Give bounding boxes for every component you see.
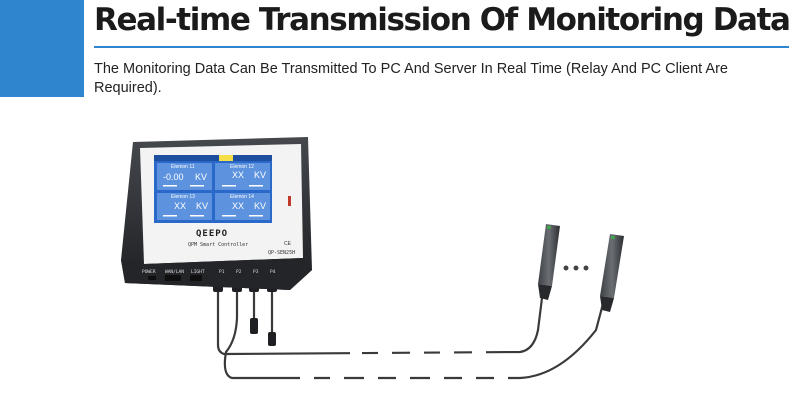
port-label-p1: P1 — [219, 269, 225, 275]
port-label-power: POWER — [142, 269, 156, 275]
controller-brand: QEEPO — [196, 229, 228, 239]
port-label-p4: P4 — [270, 269, 276, 275]
system-illustration: Elemon 11 -0.00 KV Elemon 12 XX KV Elemo… — [121, 137, 624, 381]
sensor-cables — [216, 290, 606, 380]
controller-cert-mark: CE — [284, 241, 292, 247]
tile-3-name: Elemon 13 — [171, 194, 195, 200]
port-label-p3: P3 — [253, 269, 259, 275]
tile-4-name: Elemon 14 — [230, 194, 254, 200]
tile-2-name: Elemon 12 — [230, 164, 254, 170]
port-label-light: LIGHT — [191, 269, 205, 275]
page-title: Real-time Transmission Of Monitoring Dat… — [94, 2, 789, 38]
sensor-probe-1 — [538, 224, 560, 300]
tile-1-name: Elemon 11 — [171, 164, 195, 170]
tile-4-value: XX — [232, 201, 244, 211]
tile-4-unit: KV — [254, 201, 266, 211]
title-underline — [94, 46, 789, 48]
accent-block — [0, 0, 84, 97]
port-label-p2: P2 — [236, 269, 242, 275]
tile-2-unit: KV — [254, 170, 266, 180]
page-subtitle: The Monitoring Data Can Be Transmitted T… — [94, 61, 728, 96]
tile-3-value: XX — [174, 201, 186, 211]
ethernet-port — [165, 275, 181, 281]
light-port — [190, 275, 202, 281]
smart-controller: Elemon 11 -0.00 KV Elemon 12 XX KV Elemo… — [121, 137, 312, 290]
controller-model-name: QPM Smart Controller — [188, 242, 248, 248]
sensor-probe-2 — [600, 234, 624, 312]
tile-1-unit: KV — [195, 172, 207, 182]
tile-3-unit: KV — [196, 201, 208, 211]
tile-2-value: XX — [232, 170, 244, 180]
more-sensors-ellipsis — [563, 265, 589, 271]
tile-1-value: -0.00 — [163, 172, 184, 182]
status-led-icon — [288, 196, 291, 206]
controller-model-code: QP-SEN25H — [268, 250, 295, 256]
port-label-wan: WAN/LAN — [165, 269, 184, 275]
power-port — [148, 276, 156, 280]
cable-break-marks — [300, 350, 508, 381]
